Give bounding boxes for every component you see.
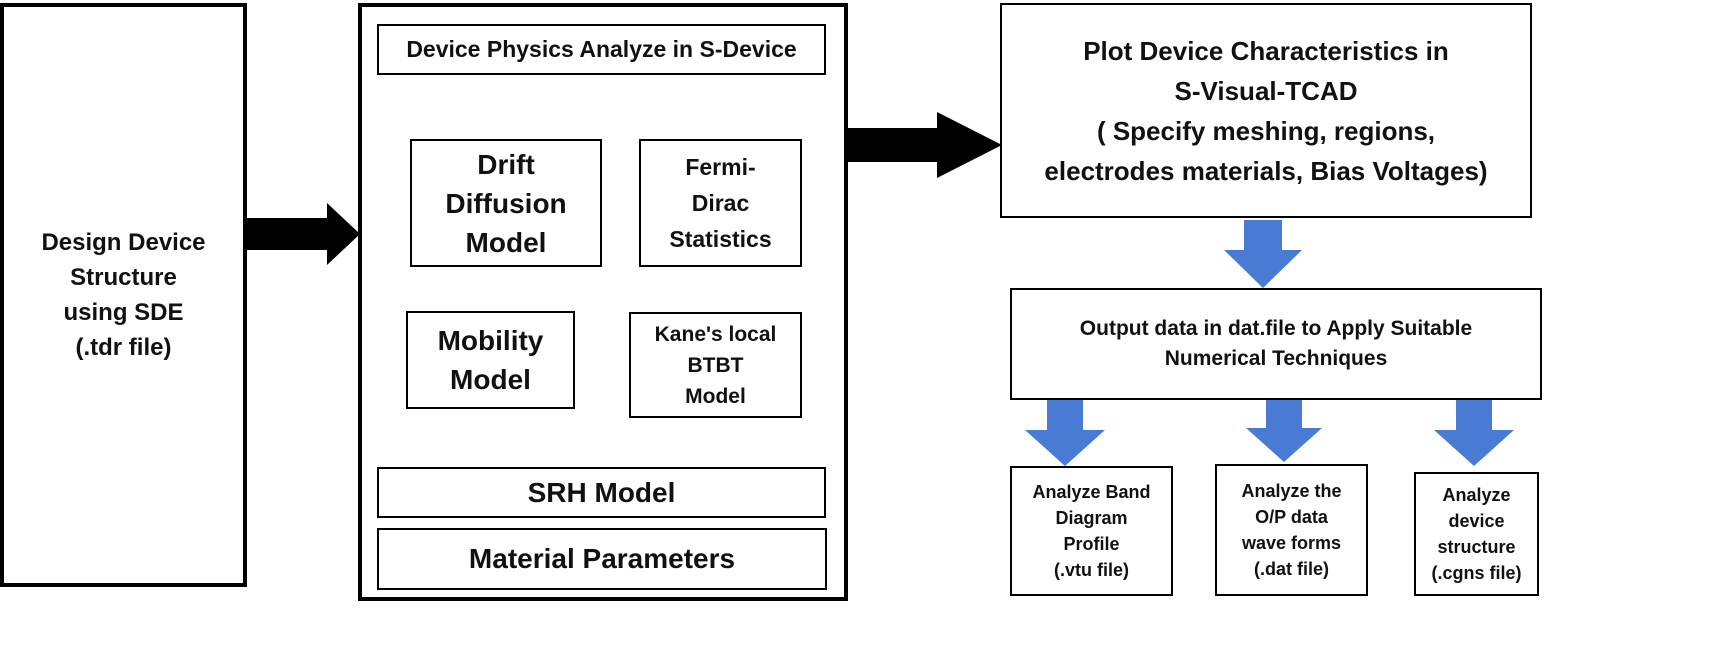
fermi-line-2: Dirac (691, 190, 750, 216)
arrow-output-to-op (1246, 400, 1322, 462)
mobility-line-1: Mobility (437, 325, 544, 356)
arrow-physics-to-plot (847, 112, 1002, 178)
plot-line-1: Plot Device Characteristics in (1083, 35, 1449, 66)
fermi-line-3: Statistics (669, 226, 772, 252)
plot-line-4: electrodes materials, Bias Voltages) (1044, 155, 1488, 186)
op-line-1: Analyze the (1241, 481, 1342, 501)
device-structure-box: Analyze device structure (.cgns file) (1414, 472, 1539, 596)
plot-line-2: S-Visual-TCAD (1174, 75, 1358, 106)
band-line-3: Profile (1063, 534, 1120, 554)
plot-characteristics-box: Plot Device Characteristics in S-Visual-… (1000, 3, 1532, 218)
mobility-model-box: Mobility Model (406, 311, 575, 409)
band-line-1: Analyze Band (1032, 482, 1151, 502)
drift-diffusion-box: Drift Diffusion Model (410, 139, 602, 267)
kane-line-1: Kane's local (654, 322, 777, 346)
op-line-2: O/P data (1255, 507, 1328, 527)
fermi-line-1: Fermi- (685, 154, 756, 180)
op-line-3: wave forms (1241, 533, 1342, 553)
srh-text: SRH Model (527, 476, 676, 508)
band-diagram-box: Analyze Band Diagram Profile (.vtu file) (1010, 466, 1173, 596)
arrow-design-to-physics (247, 203, 360, 265)
kane-btbt-box: Kane's local BTBT Model (629, 312, 802, 418)
band-line-2: Diagram (1055, 508, 1128, 528)
drift-line-1: Drift (477, 148, 535, 180)
design-line-1: Design Device (41, 229, 206, 256)
output-line-1: Output data in dat.file to Apply Suitabl… (1079, 317, 1473, 340)
op-line-4: (.dat file) (1254, 559, 1329, 579)
struct-line-4: (.cgns file) (1431, 563, 1522, 583)
band-line-4: (.vtu file) (1054, 560, 1129, 580)
design-line-4: (.tdr file) (75, 334, 172, 361)
struct-line-3: structure (1437, 537, 1516, 557)
mobility-line-2: Model (450, 364, 531, 395)
arrow-output-to-structure (1434, 400, 1514, 466)
fermi-dirac-box: Fermi- Dirac Statistics (639, 139, 802, 267)
design-line-3: using SDE (63, 299, 184, 326)
arrow-output-to-band (1025, 400, 1105, 466)
output-data-box: Output data in dat.file to Apply Suitabl… (1010, 288, 1542, 400)
struct-line-1: Analyze (1442, 485, 1511, 505)
design-line-2: Structure (70, 264, 177, 291)
kane-line-2: BTBT (687, 353, 744, 377)
output-line-2: Numerical Techniques (1164, 347, 1388, 370)
physics-panel-title: Device Physics Analyze in S-Device (377, 24, 826, 75)
srh-model-box: SRH Model (377, 467, 826, 518)
arrow-plot-to-output (1224, 220, 1302, 288)
drift-line-3: Model (465, 226, 547, 258)
physics-title-text: Device Physics Analyze in S-Device (406, 36, 797, 62)
plot-line-3: ( Specify meshing, regions, (1096, 115, 1436, 146)
drift-line-2: Diffusion (445, 187, 567, 219)
material-parameters-box: Material Parameters (377, 528, 827, 590)
kane-line-3: Model (685, 384, 746, 408)
op-data-box: Analyze the O/P data wave forms (.dat fi… (1215, 464, 1368, 596)
struct-line-2: device (1448, 511, 1505, 531)
design-device-box: Design Device Structure using SDE (.tdr … (0, 3, 247, 587)
material-text: Material Parameters (468, 543, 736, 574)
